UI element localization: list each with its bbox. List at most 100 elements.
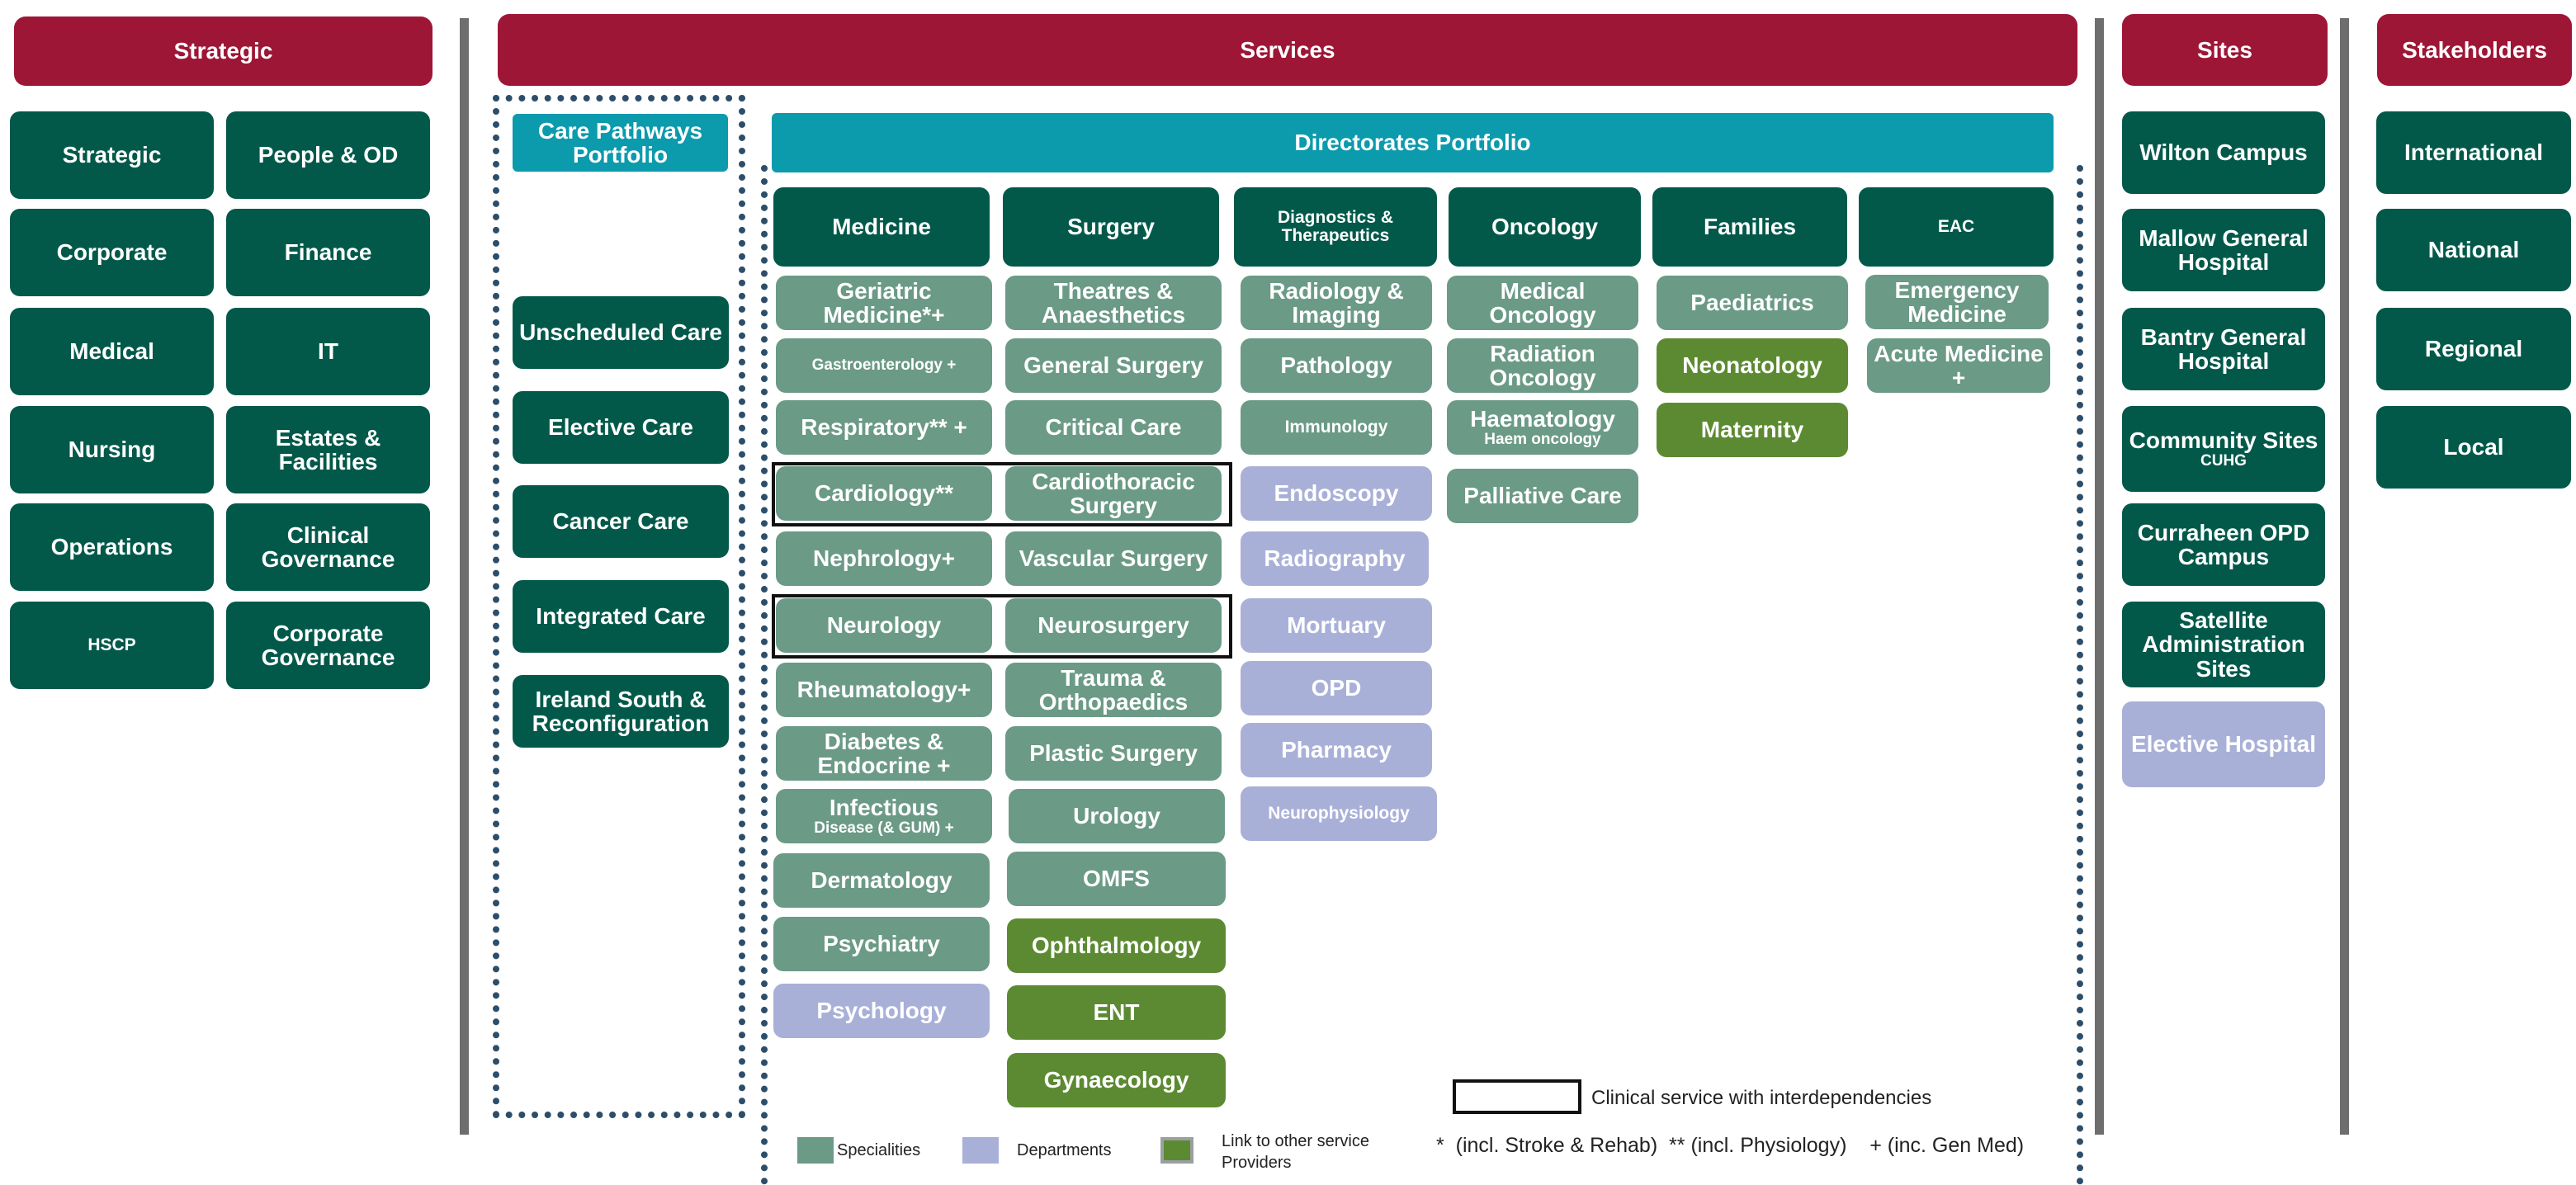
site-elective-hospital: Elective Hospital <box>2122 701 2325 787</box>
service-neurology: Neurology <box>776 598 992 653</box>
stakeholder-local: Local <box>2376 406 2571 489</box>
legend-swatch-departments <box>962 1137 999 1164</box>
legend-interdependency: Clinical service with interdependencies <box>1591 1087 1932 1109</box>
stakeholder-international: International <box>2376 111 2571 194</box>
directorate-header-oncology: Oncology <box>1449 187 1641 267</box>
directorate-header-eac: EAC <box>1859 187 2054 267</box>
service-cardiothoracic-surgery: Cardiothoracic Surgery <box>1005 466 1222 521</box>
stakeholder-national: National <box>2376 209 2571 291</box>
directorates-title: Directorates Portfolio <box>772 113 2054 172</box>
legend-swatch-interdependency <box>1453 1079 1581 1114</box>
service-ent: ENT <box>1007 985 1226 1040</box>
infectious-sub-label: Disease (& GUM) + <box>814 819 954 837</box>
strategic-item-people-od: People & OD <box>226 111 430 199</box>
service-gastroenterology: Gastroenterology + <box>776 338 992 393</box>
strategic-header: Strategic <box>14 17 432 86</box>
care-pathways-title: Care Pathways Portfolio <box>513 114 728 172</box>
service-radiography: Radiography <box>1241 531 1429 586</box>
separator-strategic-services <box>460 18 469 1135</box>
service-gynaecology: Gynaecology <box>1007 1053 1226 1107</box>
strategic-item-nursing: Nursing <box>10 406 214 493</box>
directorate-header-families: Families <box>1652 187 1847 267</box>
service-psychology: Psychology <box>773 984 990 1038</box>
site-curraheen-opd: Curraheen OPD Campus <box>2122 503 2325 586</box>
site-community-sites: Community Sites CUHG <box>2122 406 2325 492</box>
strategic-item-hscp: HSCP <box>10 602 214 689</box>
haematology-sub-label: Haem oncology <box>1484 430 1601 448</box>
directorate-header-medicine: Medicine <box>773 187 990 267</box>
service-pathology: Pathology <box>1241 338 1432 393</box>
community-sites-label: Community Sites <box>2129 427 2318 454</box>
service-nephrology: Nephrology+ <box>776 531 992 586</box>
service-ophthalmology: Ophthalmology <box>1007 918 1226 973</box>
care-pathways-frame-left <box>493 95 499 1118</box>
legend-swatch-link <box>1160 1137 1193 1164</box>
care-pathway-cancer: Cancer Care <box>513 485 729 558</box>
care-pathway-unscheduled: Unscheduled Care <box>513 296 729 369</box>
service-opd: OPD <box>1241 661 1432 715</box>
service-dermatology: Dermatology <box>773 853 990 908</box>
strategic-item-corporate-governance: Corporate Governance <box>226 602 430 689</box>
legend-swatch-specialities <box>797 1137 834 1164</box>
directorate-header-surgery: Surgery <box>1003 187 1219 267</box>
service-maternity: Maternity <box>1657 403 1848 457</box>
service-critical-care: Critical Care <box>1005 400 1222 455</box>
care-pathway-ireland-south: Ireland South & Reconfiguration <box>513 675 729 748</box>
separator-sites-stakeholders <box>2340 18 2349 1135</box>
strategic-item-medical: Medical <box>10 308 214 395</box>
service-haematology: Haematology Haem oncology <box>1447 400 1638 455</box>
service-endoscopy: Endoscopy <box>1241 466 1432 521</box>
service-infectious-disease: Infectious Disease (& GUM) + <box>776 789 992 843</box>
care-pathways-frame-right <box>739 95 745 1118</box>
site-mallow-general: Mallow General Hospital <box>2122 209 2325 291</box>
service-diabetes-endocrine: Diabetes & Endocrine + <box>776 726 992 781</box>
service-omfs: OMFS <box>1007 852 1226 906</box>
service-neonatology: Neonatology <box>1657 338 1848 393</box>
site-satellite-admin: Satellite Administration Sites <box>2122 602 2325 687</box>
service-medical-oncology: Medical Oncology <box>1447 276 1638 330</box>
care-pathway-integrated: Integrated Care <box>513 580 729 653</box>
service-vascular-surgery: Vascular Surgery <box>1005 531 1222 586</box>
haematology-label: Haematology <box>1470 406 1615 432</box>
service-neurosurgery: Neurosurgery <box>1005 598 1222 653</box>
sites-header: Sites <box>2122 14 2328 86</box>
care-pathway-elective: Elective Care <box>513 391 729 464</box>
stakeholder-regional: Regional <box>2376 308 2571 390</box>
site-bantry-general: Bantry General Hospital <box>2122 308 2325 390</box>
service-rheumatology: Rheumatology+ <box>776 663 992 717</box>
community-sites-sub-label: CUHG <box>2200 451 2247 470</box>
service-emergency-medicine: Emergency Medicine <box>1865 275 2049 329</box>
interdependency-neurology-neurosurgery <box>772 594 1232 659</box>
service-urology: Urology <box>1009 789 1225 843</box>
strategic-item-strategic: Strategic <box>10 111 214 199</box>
strategic-item-operations: Operations <box>10 503 214 591</box>
legend-departments: Departments <box>1017 1141 1112 1159</box>
site-wilton-campus: Wilton Campus <box>2122 111 2325 194</box>
service-trauma-orthopaedics: Trauma & Orthopaedics <box>1005 663 1222 717</box>
legend-notes: * (incl. Stroke & Rehab) ** (incl. Physi… <box>1436 1134 2025 1157</box>
legend-specialities: Specialities <box>837 1141 921 1159</box>
strategic-item-estates-facilities: Estates & Facilities <box>226 406 430 493</box>
strategic-item-corporate: Corporate <box>10 209 214 296</box>
service-psychiatry: Psychiatry <box>773 917 990 971</box>
service-radiology-imaging: Radiology & Imaging <box>1241 276 1432 330</box>
service-acute-medicine: Acute Medicine + <box>1867 338 2050 393</box>
service-respiratory: Respiratory** + <box>776 400 992 455</box>
strategic-item-it: IT <box>226 308 430 395</box>
strategic-item-clinical-governance: Clinical Governance <box>226 503 430 591</box>
separator-services-sites <box>2095 18 2104 1135</box>
infectious-label: Infectious <box>829 795 939 821</box>
service-geriatric-medicine: Geriatric Medicine*+ <box>776 276 992 330</box>
service-theatres-anaesthetics: Theatres & Anaesthetics <box>1005 276 1222 330</box>
service-general-surgery: General Surgery <box>1005 338 1222 393</box>
interdependency-cardiology-cardiothoracic <box>772 462 1232 526</box>
service-cardiology: Cardiology** <box>776 466 992 521</box>
service-palliative-care: Palliative Care <box>1447 469 1638 523</box>
legend-link: Link to other service Providers <box>1222 1132 1369 1172</box>
service-pharmacy: Pharmacy <box>1241 723 1432 777</box>
service-paediatrics: Paediatrics <box>1657 276 1848 330</box>
service-radiation-oncology: Radiation Oncology <box>1447 338 1638 393</box>
directorate-header-diagnostics: Diagnostics & Therapeutics <box>1234 187 1437 267</box>
service-neurophysiology: Neurophysiology <box>1241 786 1437 841</box>
directorates-frame-right <box>2077 165 2083 1185</box>
